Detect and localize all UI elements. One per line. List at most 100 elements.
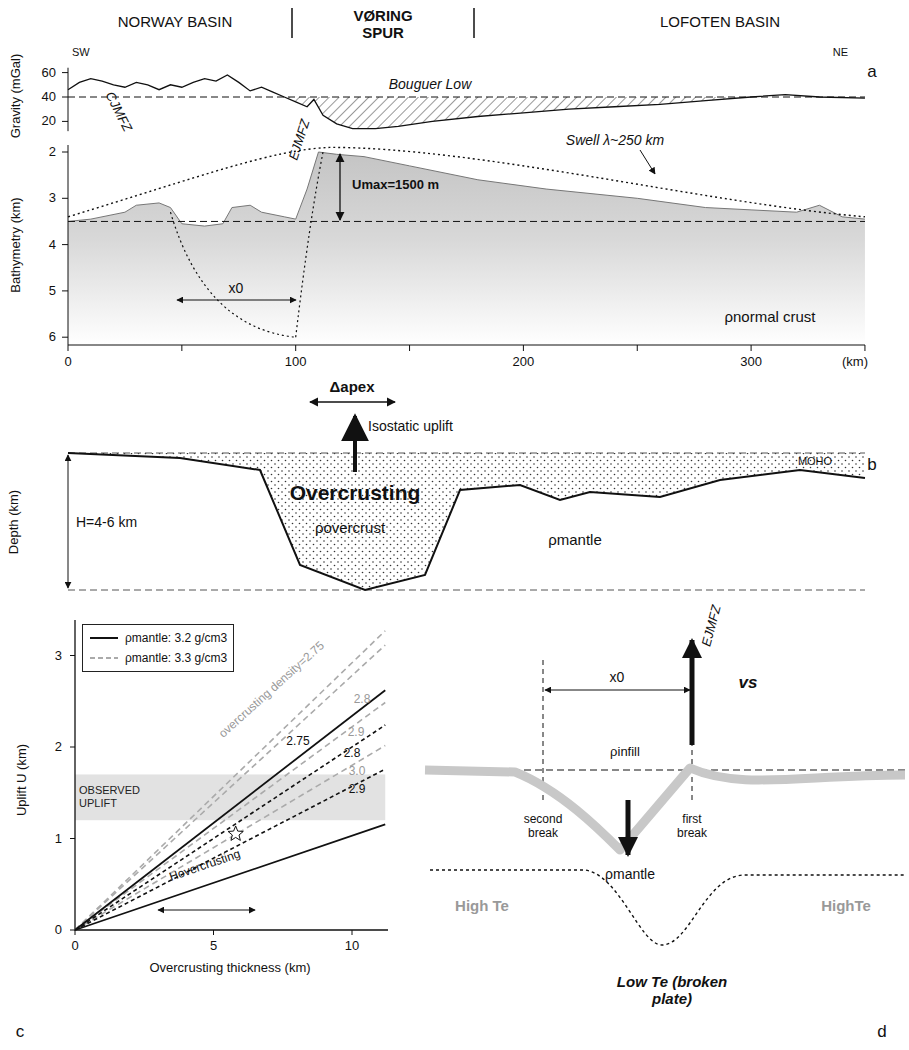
figure-label: d — [877, 1022, 886, 1042]
figure-label: 2.9 — [348, 726, 365, 740]
figure-label: 40 — [42, 90, 56, 105]
drawn-line — [70, 747, 75, 748]
drawn-line — [75, 631, 385, 930]
figure-label: 2 — [49, 145, 56, 160]
figure-label: CJMFZ — [102, 90, 135, 135]
figure-label: 2.8 — [354, 693, 371, 707]
drawn-line — [339, 154, 340, 220]
drawn-line — [626, 800, 631, 855]
drawn-line — [70, 930, 75, 931]
drawn-line — [640, 150, 655, 174]
figure-label: 0 — [71, 939, 78, 954]
drawn-line — [68, 97, 865, 98]
figure-label: Uplift U (km) — [15, 744, 30, 816]
figure-label: a — [867, 62, 876, 82]
figure-label: LOFOTEN BASIN — [660, 13, 780, 30]
drawn-line — [213, 930, 214, 935]
drawn-line — [62, 72, 68, 73]
figure-label: 300 — [740, 355, 762, 370]
figure-label: Gravity (mGal) — [9, 54, 24, 139]
drawn-line — [68, 68, 69, 131]
figure-label: Low Te (broken plate) — [597, 973, 747, 1008]
legend-row: ρmantle: 3.2 g/cm3 — [89, 628, 227, 648]
drawn-line — [637, 345, 638, 351]
figure-label: 2.75 — [286, 735, 309, 749]
figure-label: 3 — [55, 648, 62, 663]
figure-label: x0 — [229, 280, 244, 296]
drawn-line — [75, 769, 385, 930]
drawn-line — [62, 198, 68, 199]
figure-label: ρmantle — [548, 531, 602, 548]
figure-label: 10 — [345, 939, 359, 954]
band-text: OBSERVED UPLIFT — [79, 784, 159, 810]
drawn-line — [62, 97, 68, 98]
figure-label: SW — [72, 46, 90, 59]
drawn-line — [68, 147, 865, 216]
observed-band-box: OBSERVED UPLIFT — [79, 774, 199, 820]
drawn-line — [751, 345, 752, 351]
figure-label: Overcrusting thickness (km) — [149, 961, 310, 976]
drawn-line — [68, 455, 69, 588]
legend-text: ρmantle: 3.3 g/cm3 — [125, 651, 227, 665]
drawn-line — [62, 337, 68, 338]
figure-label: 3.0 — [349, 765, 366, 779]
drawn-line — [75, 645, 385, 930]
drawn-line — [62, 121, 68, 122]
drawn-line — [75, 620, 388, 930]
figure-label: MOHO — [798, 455, 832, 468]
figure-label: 0 — [55, 923, 62, 938]
drawn-line — [62, 152, 68, 153]
figure-label: 2.8 — [344, 747, 361, 761]
drawn-line — [75, 824, 385, 930]
figure-label: ρinfill — [610, 745, 640, 760]
drawn-line — [543, 660, 544, 800]
legend-row: ρmantle: 3.3 g/cm3 — [89, 648, 227, 668]
figure-label: ρmantle — [605, 866, 655, 882]
figure-label: c — [16, 1022, 25, 1042]
drawn-line — [430, 870, 905, 945]
drawn-line — [170, 212, 295, 337]
figure-label: H=4-6 km — [76, 514, 137, 530]
legend-text: ρmantle: 3.2 g/cm3 — [125, 631, 227, 645]
figure-label: EJMFZ — [699, 604, 724, 648]
drawn-line — [295, 345, 296, 351]
figure-label: HighTe — [821, 897, 871, 914]
figure-label: 60 — [42, 65, 56, 80]
drawn-line — [177, 300, 296, 301]
figure-label: EJMFZ — [286, 118, 313, 162]
overcrust-stipple — [68, 453, 865, 590]
figure-label: b — [867, 455, 876, 475]
drawn-line — [473, 8, 475, 38]
drawn-line — [68, 152, 865, 226]
drawn-line — [62, 244, 68, 245]
drawn-line — [68, 345, 69, 351]
figure-label: Δapex — [330, 378, 375, 395]
drawn-line — [62, 290, 68, 291]
drawn-line — [523, 345, 524, 351]
drawn-line — [425, 768, 905, 850]
drawn-line — [296, 152, 323, 337]
figure-label: Swell λ~250 km — [566, 132, 664, 148]
drawn-line — [310, 401, 395, 402]
drawn-line — [690, 640, 695, 745]
drawn-line — [68, 75, 865, 129]
drawn-line — [409, 345, 410, 351]
drawn-line — [158, 910, 255, 911]
legend-sample — [89, 633, 119, 643]
figure-label: NORWAY BASIN — [118, 13, 232, 30]
drawn-line — [352, 930, 353, 935]
drawn-line — [70, 838, 75, 839]
drawn-line — [291, 8, 293, 38]
figure-label: 2.9 — [349, 783, 366, 797]
drawn-line — [68, 590, 865, 591]
figure-label: 100 — [285, 355, 307, 370]
figure-label: Bouguer Low — [389, 76, 472, 92]
figure-label: 0 — [64, 355, 71, 370]
figure-label: NE — [833, 46, 848, 59]
legend-box: ρmantle: 3.2 g/cm3 ρmantle: 3.3 g/cm3 — [82, 624, 234, 672]
figure-label: x0 — [610, 669, 625, 685]
drawn-line — [181, 345, 182, 351]
figure-label: Overcrusting — [290, 481, 421, 505]
legend-sample — [89, 653, 119, 663]
figure-label: VØRING SPUR — [343, 7, 423, 42]
